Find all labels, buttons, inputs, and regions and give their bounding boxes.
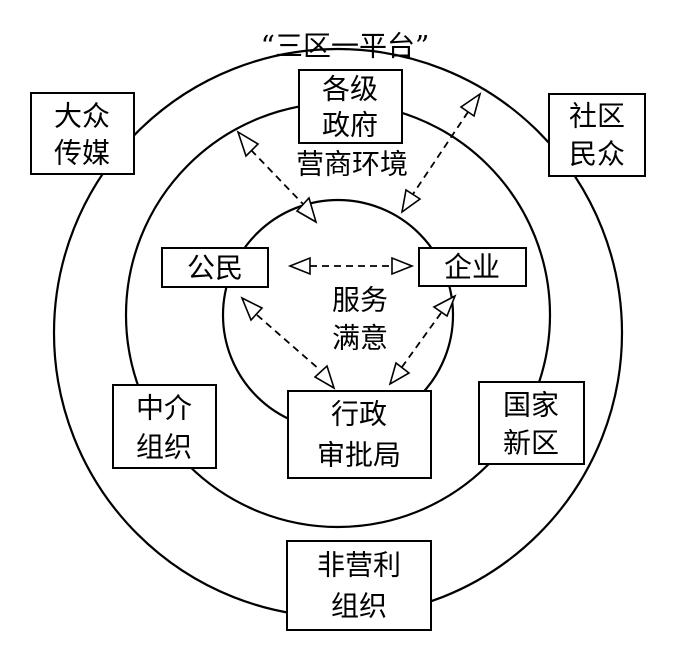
box-intermediary: 中介 组织: [112, 384, 217, 469]
arrow-citizen-approval-bureau: [240, 296, 336, 390]
svg-text:各级: 各级: [322, 73, 378, 106]
outer-ring-label: “三区一平台”: [261, 30, 430, 63]
svg-text:传媒: 传媒: [54, 137, 110, 170]
box-community: 社区 民众: [548, 93, 646, 177]
box-government: 各级 政府: [298, 69, 403, 144]
svg-text:新区: 新区: [503, 427, 559, 460]
svg-text:组织: 组织: [331, 590, 387, 623]
svg-text:中介: 中介: [136, 392, 192, 425]
svg-text:民众: 民众: [569, 138, 625, 171]
box-mass-media: 大众 传媒: [30, 92, 135, 175]
svg-text:国家: 国家: [503, 389, 559, 422]
svg-text:大众: 大众: [54, 100, 110, 133]
svg-text:组织: 组织: [136, 431, 192, 464]
middle-ring-label: 营商环境: [296, 148, 408, 181]
svg-text:政府: 政府: [322, 109, 378, 142]
box-approval-bureau: 行政 审批局: [287, 390, 432, 479]
arrow-government-enterprise: [400, 92, 482, 214]
svg-text:公民: 公民: [187, 252, 243, 285]
arrow-government-citizen: [236, 130, 318, 224]
inner-ring-label-line2: 满意: [332, 322, 388, 355]
svg-text:非营利: 非营利: [317, 549, 401, 582]
svg-text:行政: 行政: [331, 398, 387, 431]
svg-text:企业: 企业: [444, 251, 500, 284]
box-enterprise: 企业: [418, 247, 527, 287]
arrow-citizen-enterprise: [287, 256, 415, 276]
svg-text:审批局: 审批局: [317, 439, 401, 472]
svg-text:社区: 社区: [569, 100, 625, 133]
arrow-enterprise-approval-bureau: [388, 294, 457, 386]
inner-ring-label-line1: 服务: [332, 284, 388, 317]
box-nonprofit: 非营利 组织: [286, 540, 432, 631]
box-new-area: 国家 新区: [478, 381, 585, 465]
box-citizen: 公民: [161, 247, 269, 288]
